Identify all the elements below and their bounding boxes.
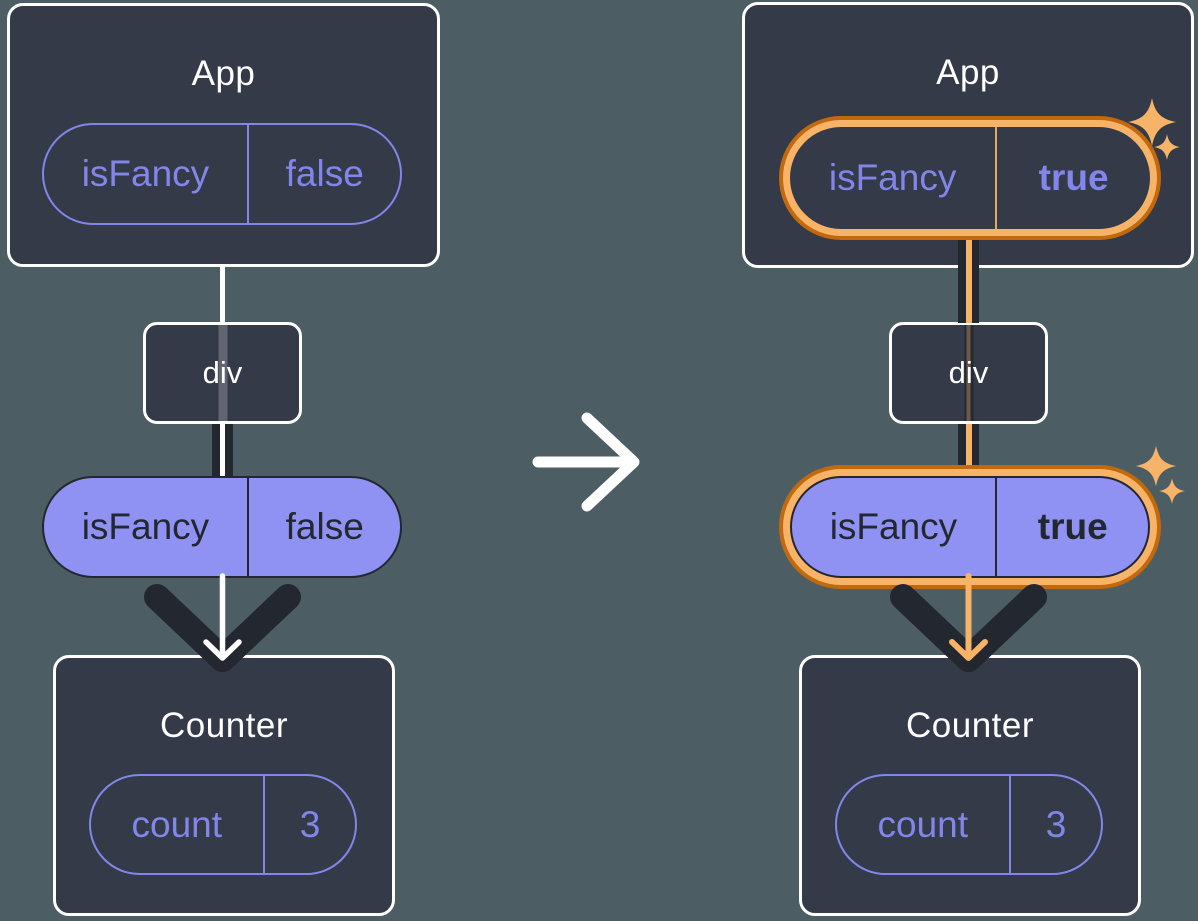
right-app-prop-pill: isFancy true (790, 127, 1150, 229)
right-prop-pill: isFancy true (790, 476, 1150, 578)
pill-divider (994, 478, 998, 576)
state-value: 3 (299, 803, 321, 845)
state-value: 3 (1045, 803, 1067, 845)
left-flow-arrow-icon (144, 573, 301, 672)
prop-value: false (285, 506, 364, 547)
left-line-div-to-pill-white (220, 422, 225, 479)
prop-value: true (1038, 157, 1109, 198)
pill-divider (1008, 776, 1012, 873)
left-div-node: div (143, 322, 302, 424)
state-name: count (877, 803, 969, 845)
pill-divider (262, 776, 266, 873)
left-app-title: App (191, 54, 256, 93)
right-line-div-to-pill-orange (966, 422, 972, 479)
prop-name: isFancy (81, 506, 210, 547)
state-name: count (131, 803, 223, 845)
prop-name: isFancy (81, 153, 210, 194)
right-count-pill: count 3 (835, 774, 1103, 875)
right-div-node: div (889, 322, 1048, 424)
right-div-line-through (964, 325, 973, 421)
left-counter-title: Counter (159, 706, 289, 745)
prop-value: true (1037, 506, 1108, 547)
sparkle-icon (1135, 445, 1177, 487)
sparkle-icon (1159, 478, 1185, 504)
right-flow-arrow-icon (890, 573, 1047, 672)
left-count-pill: count 3 (89, 774, 357, 875)
right-app-title: App (936, 53, 1000, 92)
left-prop-pill: isFancy false (42, 476, 402, 578)
left-app-prop-pill: isFancy false (42, 123, 402, 225)
left-line-app-to-div (220, 265, 225, 325)
left-div-label: div (202, 355, 243, 390)
transition-arrow-icon (532, 412, 640, 512)
left-div-line-through (218, 325, 227, 421)
pill-divider (246, 478, 250, 576)
prop-value: false (285, 153, 364, 194)
pill-divider (246, 125, 250, 223)
pill-divider (995, 127, 998, 229)
right-counter-title: Counter (905, 706, 1035, 745)
sparkle-icon (1154, 134, 1180, 160)
prop-name: isFancy (828, 157, 957, 198)
right-div-label: div (948, 355, 989, 390)
right-line-app-to-div-orange (966, 238, 972, 323)
sparkle-icon (1128, 98, 1176, 146)
prop-name: isFancy (829, 506, 958, 547)
